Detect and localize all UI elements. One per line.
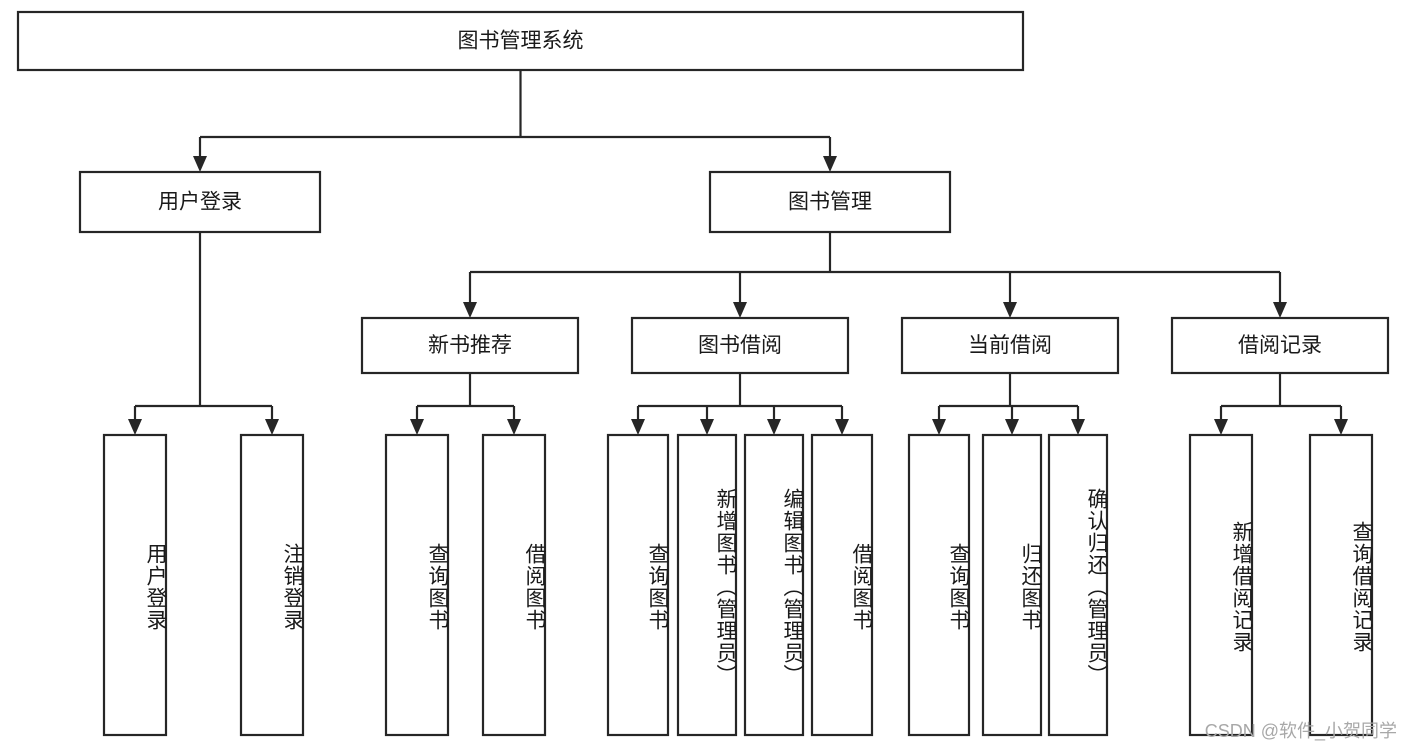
node-leaf-logout[interactable] [239, 433, 305, 737]
arrowhead-root-0 [193, 156, 207, 172]
node-borrow-record-rect[interactable] [1170, 316, 1390, 375]
node-new-book-recommend-label: 新书推荐 [428, 334, 512, 357]
node-leaf-return-book-rect[interactable] [981, 433, 1043, 737]
node-borrow-record-label: 借阅记录 [1238, 334, 1322, 357]
node-current-borrow-rect[interactable] [900, 316, 1120, 375]
arrowhead-borrow-record-0 [1214, 419, 1228, 435]
node-leaf-borrow-book-1-rect[interactable] [481, 433, 547, 737]
arrowhead-book-borrow-0 [631, 419, 645, 435]
arrowhead-user-login-1 [265, 419, 279, 435]
arrowhead-current-borrow-0 [932, 419, 946, 435]
node-leaf-borrow-book-1[interactable] [481, 433, 547, 737]
node-borrow-record[interactable]: 借阅记录 [1170, 316, 1390, 375]
node-root[interactable]: 图书管理系统 [16, 10, 1025, 72]
csdn-watermark: CSDN @软件_小贺同学 [1204, 721, 1397, 741]
node-leaf-add-book-rect[interactable] [676, 433, 738, 737]
node-book-manage-rect[interactable] [708, 170, 952, 234]
edges-layer [128, 70, 1348, 435]
node-leaf-query-book-1[interactable] [384, 433, 450, 737]
node-user-login-label: 用户登录 [158, 191, 242, 214]
node-current-borrow-label: 当前借阅 [968, 334, 1052, 357]
node-leaf-confirm-return-rect[interactable] [1047, 433, 1109, 737]
node-leaf-query-book-1-rect[interactable] [384, 433, 450, 737]
arrowhead-new-book-recommend-1 [507, 419, 521, 435]
node-leaf-logout-rect[interactable] [239, 433, 305, 737]
arrowhead-bookmanage-3 [1273, 302, 1287, 318]
node-leaf-query-book-3-rect[interactable] [907, 433, 971, 737]
node-leaf-return-book[interactable] [981, 433, 1043, 737]
node-leaf-query-book-3[interactable] [907, 433, 971, 737]
arrowhead-bookmanage-1 [733, 302, 747, 318]
node-user-login[interactable]: 用户登录 [78, 170, 322, 234]
node-book-borrow-rect[interactable] [630, 316, 850, 375]
node-new-book-recommend-rect[interactable] [360, 316, 580, 375]
node-leaf-query-record[interactable] [1308, 433, 1374, 737]
arrowhead-bookmanage-0 [463, 302, 477, 318]
arrowhead-bookmanage-2 [1003, 302, 1017, 318]
node-leaf-add-book[interactable] [676, 433, 738, 737]
arrowhead-borrow-record-1 [1334, 419, 1348, 435]
arrowhead-user-login-0 [128, 419, 142, 435]
node-book-manage-label: 图书管理 [788, 191, 872, 214]
node-root-rect[interactable] [16, 10, 1025, 72]
node-leaf-add-record[interactable] [1188, 433, 1254, 737]
node-new-book-recommend[interactable]: 新书推荐 [360, 316, 580, 375]
node-book-manage[interactable]: 图书管理 [708, 170, 952, 234]
node-leaf-confirm-return[interactable] [1047, 433, 1109, 737]
arrowhead-current-borrow-2 [1071, 419, 1085, 435]
node-leaf-add-record-rect[interactable] [1188, 433, 1254, 737]
node-root-label: 图书管理系统 [458, 30, 584, 53]
arrowhead-book-borrow-2 [767, 419, 781, 435]
node-leaf-query-book-2-rect[interactable] [606, 433, 670, 737]
arrowhead-book-borrow-1 [700, 419, 714, 435]
node-current-borrow[interactable]: 当前借阅 [900, 316, 1120, 375]
node-leaf-edit-book[interactable] [743, 433, 805, 737]
arrowhead-book-borrow-3 [835, 419, 849, 435]
node-leaf-edit-book-rect[interactable] [743, 433, 805, 737]
node-leaf-query-book-2[interactable] [606, 433, 670, 737]
node-book-borrow[interactable]: 图书借阅 [630, 316, 850, 375]
node-leaf-borrow-book-2-rect[interactable] [810, 433, 874, 737]
arrowhead-new-book-recommend-0 [410, 419, 424, 435]
arrowhead-root-1 [823, 156, 837, 172]
node-leaf-user-login-rect[interactable] [102, 433, 168, 737]
arrowhead-current-borrow-1 [1005, 419, 1019, 435]
node-book-borrow-label: 图书借阅 [698, 334, 782, 357]
node-leaf-user-login[interactable] [102, 433, 168, 737]
node-leaf-query-record-rect[interactable] [1308, 433, 1374, 737]
node-user-login-rect[interactable] [78, 170, 322, 234]
node-leaf-borrow-book-2[interactable] [810, 433, 874, 737]
